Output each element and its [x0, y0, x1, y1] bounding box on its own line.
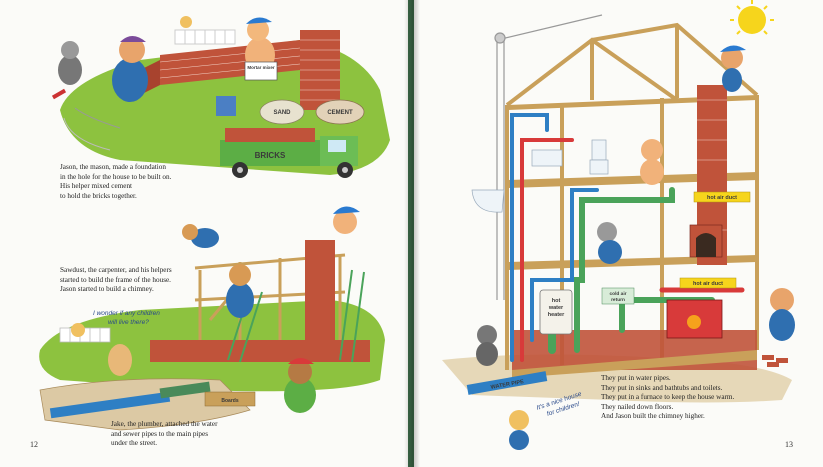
- svg-text:will live there?: will live there?: [108, 319, 149, 326]
- worker-top: [720, 45, 746, 92]
- page-number-left: 12: [30, 440, 38, 449]
- right-page-illustration: hot water heater hot air duct hot air du…: [442, 0, 795, 450]
- rabbit: [108, 344, 132, 376]
- hammer-icon: [51, 88, 67, 100]
- caption-mason: Jason, the mason, made a foundation in t…: [60, 163, 172, 200]
- water-pipes: [49, 381, 211, 419]
- cement-sack: CEMENT: [315, 99, 365, 125]
- foundation-scene: Mortar mixer SAND CEMENT: [51, 16, 390, 178]
- page-number-right: 13: [785, 440, 793, 449]
- hot-water-heater: hot water heater: [539, 289, 573, 335]
- bathroom-fixtures: [471, 139, 609, 213]
- brick-foundation: [150, 340, 370, 362]
- book-gutter: [404, 0, 420, 467]
- furnace: [666, 299, 723, 339]
- roof-cat: [182, 224, 219, 248]
- house-frame: [194, 253, 346, 340]
- ground-pipes: WATER PIPE: [466, 371, 548, 395]
- picket-fence: [174, 29, 236, 45]
- bear-right: [769, 288, 795, 341]
- crane: [494, 14, 603, 300]
- cat-roof: [640, 139, 664, 185]
- green-ladder-right: [339, 269, 365, 363]
- bear-top: [333, 206, 360, 234]
- svg-text:WATER PIPE: WATER PIPE: [490, 379, 524, 391]
- sun-icon: [730, 0, 774, 35]
- frame-scene: I wonder if any children will live there…: [39, 206, 386, 431]
- children-speech: I wonder if any children will live there…: [93, 310, 160, 326]
- chimney: [305, 240, 335, 340]
- book-cover-edge: [408, 0, 414, 467]
- svg-text:return: return: [611, 297, 625, 303]
- svg-text:CEMENT: CEMENT: [327, 110, 353, 116]
- bricks-truck: BRICKS: [220, 128, 358, 178]
- carpenter-cat: [226, 264, 254, 318]
- bucket: [216, 96, 236, 116]
- fence-left: [59, 327, 111, 343]
- caption-carpenter: Sawdust, the carpenter, and his helpers …: [60, 266, 172, 294]
- left-page-illustration: Mortar mixer SAND CEMENT: [39, 16, 390, 431]
- bird-icon: [180, 16, 192, 28]
- svg-text:Mortar mixer: Mortar mixer: [247, 65, 275, 70]
- kitten: [71, 323, 85, 337]
- svg-text:cold air: cold air: [609, 291, 626, 297]
- svg-text:Boards: Boards: [221, 398, 238, 404]
- svg-text:hot air duct: hot air duct: [693, 281, 723, 287]
- right-page: hot water heater hot air duct hot air du…: [412, 0, 823, 467]
- duct-labels: hot air duct hot air duct cold air retur…: [601, 191, 751, 305]
- svg-text:hot air duct: hot air duct: [707, 195, 737, 201]
- caption-plumber: Jake, the plumber, attached the water an…: [111, 420, 218, 448]
- kitten-bottom: [509, 410, 529, 450]
- svg-text:hot: hot: [552, 298, 561, 304]
- svg-text:heater: heater: [548, 312, 565, 318]
- svg-text:SAND: SAND: [273, 110, 291, 116]
- mason-pig: [112, 36, 148, 102]
- raccoon: [476, 325, 498, 366]
- lumber-boards: Boards: [204, 391, 256, 407]
- svg-text:I wonder if any children: I wonder if any children: [93, 310, 160, 317]
- brick-pile: [762, 355, 788, 367]
- cat-middle: [597, 222, 622, 264]
- sand-sack: SAND: [259, 99, 305, 125]
- mortar-mixer-sign: Mortar mixer: [244, 61, 278, 81]
- left-page: Mortar mixer SAND CEMENT: [0, 0, 410, 467]
- caption-right: They put in water pipes. They put in sin…: [601, 374, 735, 421]
- svg-text:water: water: [548, 305, 564, 311]
- svg-text:BRICKS: BRICKS: [255, 151, 286, 160]
- plumber-bear: [284, 358, 316, 413]
- helper-cat: [58, 41, 82, 85]
